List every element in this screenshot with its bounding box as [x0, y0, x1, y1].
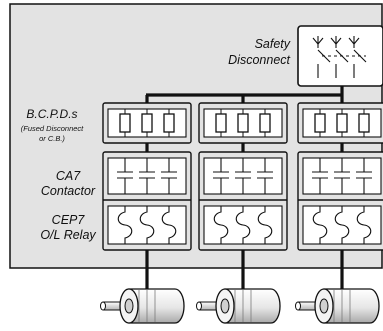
label-bcpd: B.C.P.D.s — [26, 107, 77, 121]
label-bcpd-sub1: (Fused Disconnect — [21, 124, 84, 133]
contactor-contact-icon — [257, 158, 273, 194]
label-contactor: Contactor — [41, 184, 96, 198]
contactor-contact-icon — [161, 158, 177, 194]
branch-1 — [100, 95, 192, 324]
fuse-icon — [141, 109, 153, 137]
overload-element-icon — [334, 206, 350, 244]
motor-icon — [100, 288, 185, 324]
label-ca7: CA7 — [56, 169, 81, 183]
safety-disconnect-switch-icon — [312, 36, 367, 78]
overload-element-icon — [312, 206, 328, 244]
motor-body — [323, 288, 380, 324]
contactor-contact-icon — [356, 158, 372, 194]
contactor-contact-icon — [312, 158, 328, 194]
contactor-contact-icon — [117, 158, 133, 194]
motor-shaft-end — [295, 301, 301, 311]
contactor-contact-icon — [334, 158, 350, 194]
motor-hub — [124, 298, 134, 314]
fuse-icon — [314, 109, 326, 137]
branch-2 — [196, 95, 288, 324]
label-ol-relay: O/L Relay — [40, 228, 96, 242]
fuse-icon — [237, 109, 249, 137]
fuse-icon — [163, 109, 175, 137]
motor-body — [128, 288, 185, 324]
overload-element-icon — [235, 206, 251, 244]
label-safety: Safety — [255, 37, 291, 51]
label-disconnect: Disconnect — [228, 53, 290, 67]
motor-body — [224, 288, 281, 324]
branch-3 — [295, 95, 383, 324]
overload-element-icon — [161, 206, 177, 244]
fuse-icon — [215, 109, 227, 137]
fuse-icon — [259, 109, 271, 137]
overload-element-icon — [213, 206, 229, 244]
contactor-contact-icon — [213, 158, 229, 194]
overload-element-icon — [139, 206, 155, 244]
branch-columns — [100, 95, 383, 324]
overload-element-icon — [356, 206, 372, 244]
fuse-icon — [336, 109, 348, 137]
safety-disconnect — [297, 25, 383, 87]
fuse-icon — [358, 109, 370, 137]
motor-shaft-end — [196, 301, 202, 311]
motor-hub — [319, 298, 329, 314]
motor-icon — [295, 288, 380, 324]
contactor-contact-icon — [235, 158, 251, 194]
motor-hub — [220, 298, 230, 314]
label-cep7: CEP7 — [52, 213, 86, 227]
contactor-contact-icon — [139, 158, 155, 194]
fuse-icon — [119, 109, 131, 137]
overload-element-icon — [257, 206, 273, 244]
motor-icon — [196, 288, 281, 324]
label-bcpd-sub2: or C.B.) — [39, 134, 65, 143]
motor-shaft-end — [100, 301, 106, 311]
overload-element-icon — [117, 206, 133, 244]
